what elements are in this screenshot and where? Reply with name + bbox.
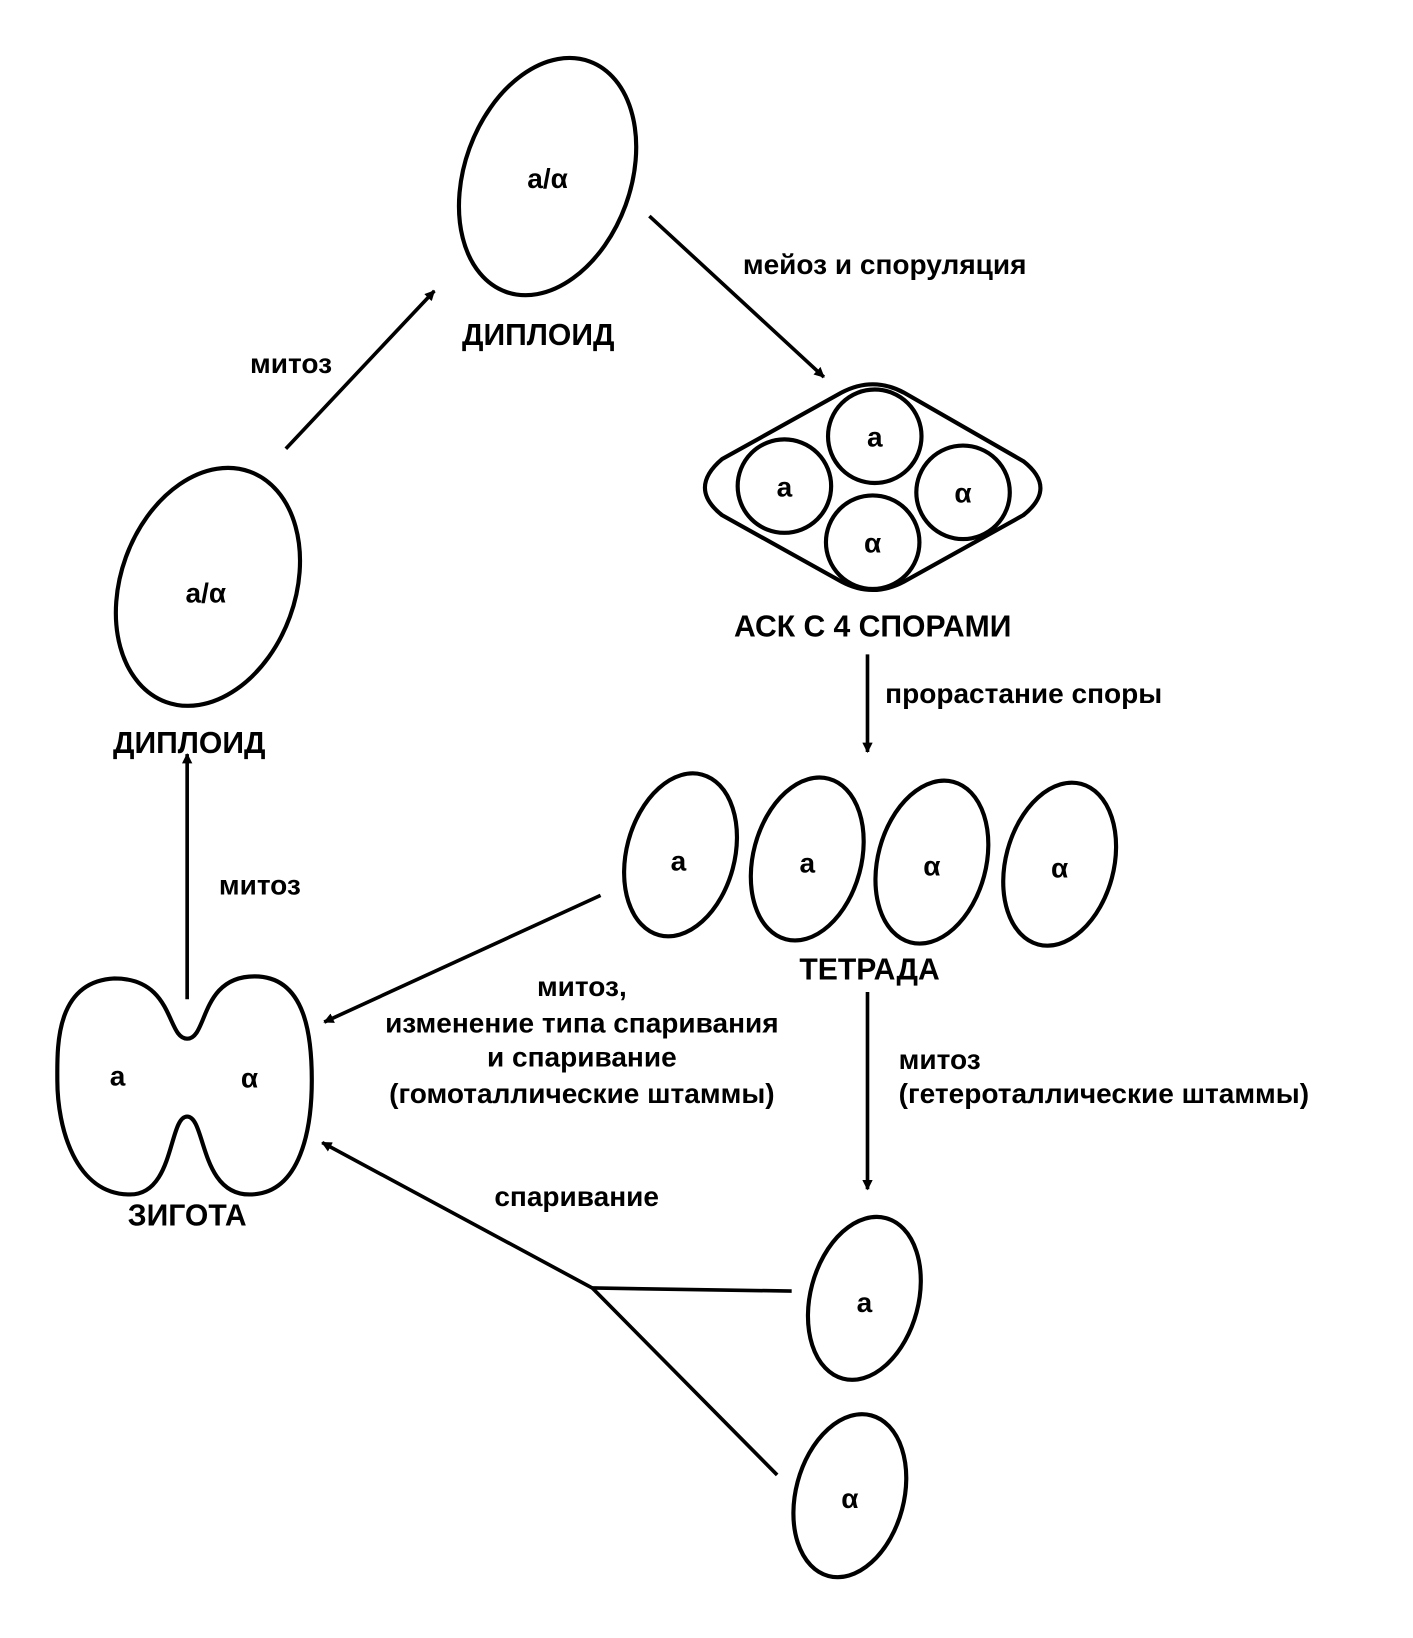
tetrad-cell — [873, 778, 991, 946]
haploid-label-alpha: α — [841, 1483, 858, 1514]
diploid-mitosis-label: митоз — [250, 348, 332, 379]
homothallic-arrow — [323, 893, 602, 1024]
germination-label: прорастание споры — [885, 678, 1162, 709]
homothallic-label-1: митоз, — [537, 971, 627, 1002]
haploid-cell-a — [805, 1214, 923, 1382]
zygote-label-alpha: α — [241, 1062, 258, 1093]
haploid-cell-alpha — [791, 1412, 909, 1580]
ascus-label: АСК С 4 СПОРАМИ — [734, 611, 1011, 644]
homothallic-label-2: изменение типа спаривания — [385, 1007, 779, 1038]
diploid-mitosis-arrow — [284, 289, 436, 450]
mating-arrow — [321, 1140, 594, 1290]
ascus-spore-label: а — [777, 471, 793, 502]
meiosis-label: мейоз и споруляция — [743, 249, 1027, 280]
zygote-cell — [55, 974, 314, 1197]
top-diploid-label: ДИПЛОИД — [462, 319, 614, 352]
tetrad-cell-label: α — [923, 851, 940, 882]
ascus-spore — [735, 437, 834, 535]
mating-line — [592, 1286, 792, 1293]
ascus-spore — [823, 493, 922, 592]
homothallic-label-4: (гомоталлические штаммы) — [389, 1078, 774, 1109]
ascus-spore — [914, 443, 1012, 542]
mating-line — [590, 1286, 779, 1477]
left-diploid-label: ДИПЛОИД — [113, 727, 265, 760]
heterothallic-label-2: (гетероталлические штаммы) — [899, 1078, 1309, 1109]
tetrad-cell-label: а — [799, 847, 815, 878]
meiosis-arrow — [648, 214, 826, 379]
mating-label: спаривание — [494, 1181, 659, 1212]
top-diploid-genotype: а/α — [527, 163, 568, 194]
ascus-spore-label: α — [864, 528, 881, 559]
tetrad-cell — [748, 775, 866, 943]
zygote-label: ЗИГОТА — [128, 1200, 247, 1233]
homothallic-label-3: и спаривание — [487, 1042, 677, 1073]
heterothallic-label-1: митоз — [899, 1044, 981, 1075]
ascus-spore — [825, 387, 924, 486]
ascus-spore-label: α — [954, 478, 971, 509]
tetrad-cell — [622, 771, 740, 939]
left-diploid-genotype: а/α — [186, 577, 227, 608]
tetrad-label: ТЕТРАДА — [799, 953, 939, 986]
zygote-mitosis-label: митоз — [219, 869, 301, 900]
top-diploid-cell — [456, 55, 639, 298]
ascus-outline — [703, 382, 1043, 592]
tetrad-cell — [1001, 780, 1119, 948]
tetrad-cell-label: α — [1051, 853, 1068, 884]
zygote-label-a: а — [110, 1060, 126, 1091]
ascus-spore-label: а — [867, 422, 883, 453]
haploid-label-a: а — [857, 1287, 873, 1318]
left-diploid-cell — [113, 465, 303, 708]
tetrad-cell-label: а — [671, 845, 687, 876]
